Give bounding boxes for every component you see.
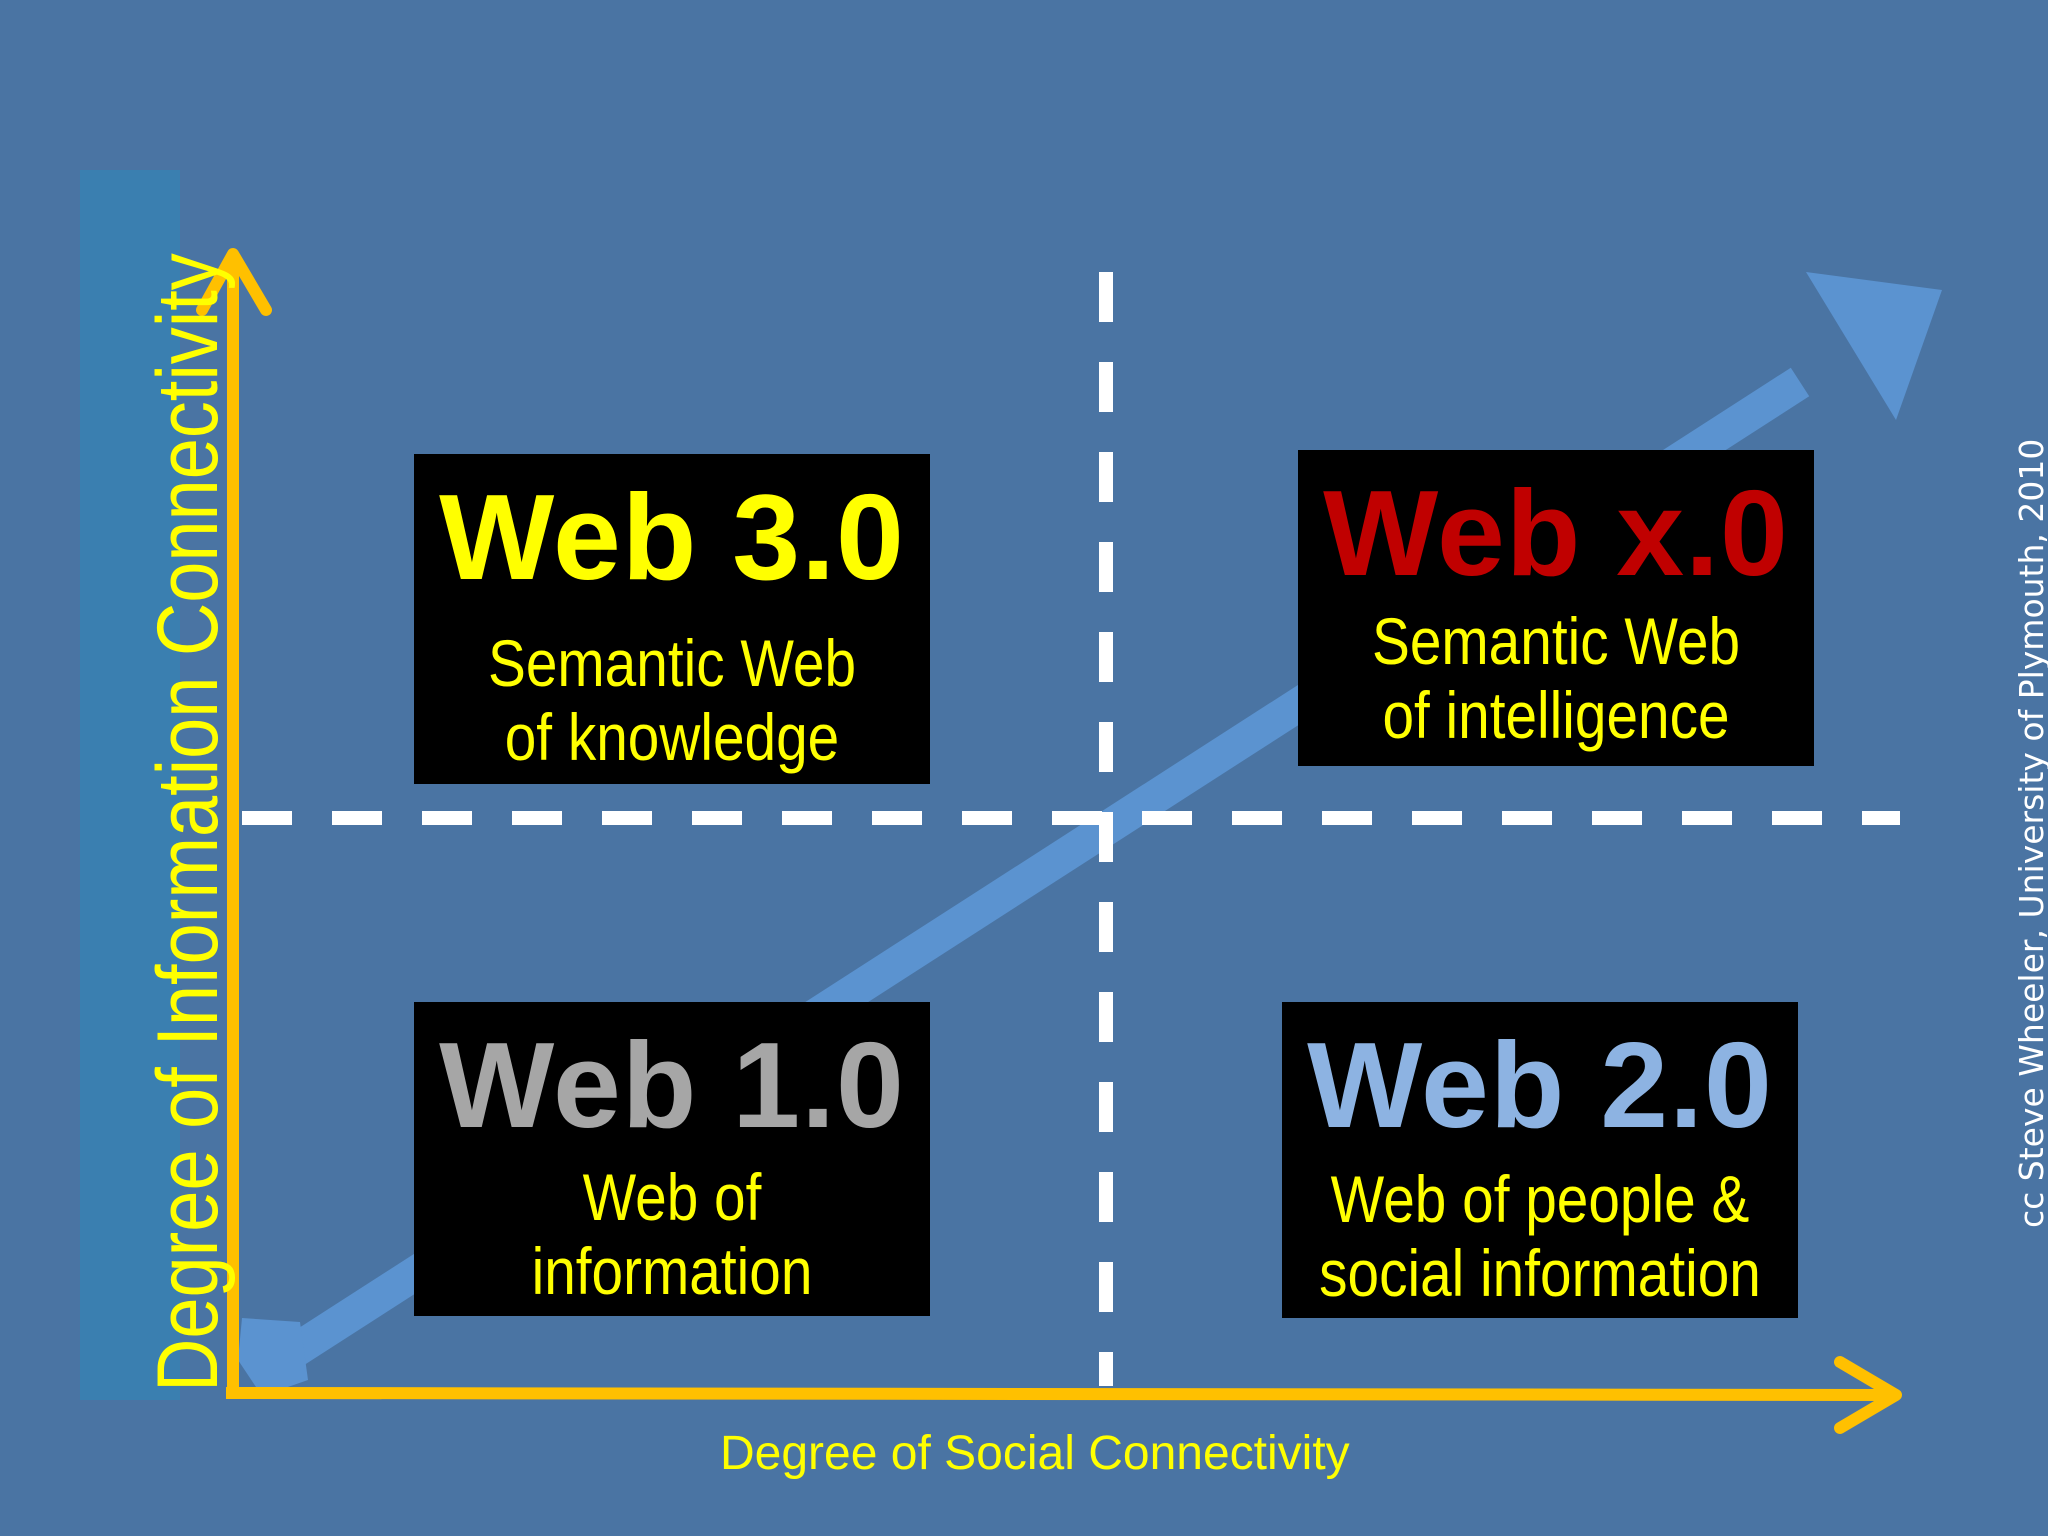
web1-description: Web of information: [450, 1160, 894, 1308]
webx-description: Semantic Web of intelligence: [1334, 604, 1778, 752]
web2-description: Web of people & social information: [1318, 1162, 1762, 1310]
web3-description-line-1: Semantic Web: [487, 626, 857, 700]
webx-title: Web x.0: [1323, 465, 1789, 601]
webx-description-line-1: Semantic Web: [1371, 604, 1741, 678]
x-axis-title: Degree of Social Connectivity: [720, 1427, 1350, 1480]
credit-text: cc Steve Wheeler, University of Plymouth…: [2012, 438, 2048, 1228]
web2-title: Web 2.0: [1307, 1017, 1773, 1153]
x-axis: [225, 1356, 1902, 1434]
x-axis-arrowhead: [1834, 1356, 1902, 1434]
web2-description-line-2: social information: [1319, 1236, 1761, 1310]
webx-description-line-2: of intelligence: [1382, 678, 1730, 752]
web1-description-line-2: information: [531, 1234, 813, 1308]
web3-description-line-2: of knowledge: [504, 700, 840, 774]
y-axis-title: Degree of Information Connectivity: [140, 253, 236, 1393]
web3-title: Web 3.0: [439, 469, 905, 605]
trend-arrow-head: [1806, 272, 1942, 420]
y-axis-title-background: [80, 170, 180, 1400]
trend-arrow-tail: [238, 1318, 308, 1396]
web1-box: Web 1.0 Web of information: [414, 1002, 930, 1316]
y-axis-arrowhead: [196, 248, 272, 316]
web2-box: Web 2.0 Web of people & social informati…: [1282, 1002, 1798, 1318]
y-axis: [196, 248, 272, 1394]
web3-box: Web 3.0 Semantic Web of knowledge: [414, 454, 930, 784]
web1-title: Web 1.0: [439, 1017, 905, 1153]
x-axis-line: [225, 1387, 1891, 1401]
webx-box: Web x.0 Semantic Web of intelligence: [1298, 450, 1814, 766]
web2-description-line-1: Web of people &: [1330, 1162, 1750, 1236]
web3-description: Semantic Web of knowledge: [450, 626, 894, 774]
web1-description-line-1: Web of: [582, 1160, 762, 1234]
